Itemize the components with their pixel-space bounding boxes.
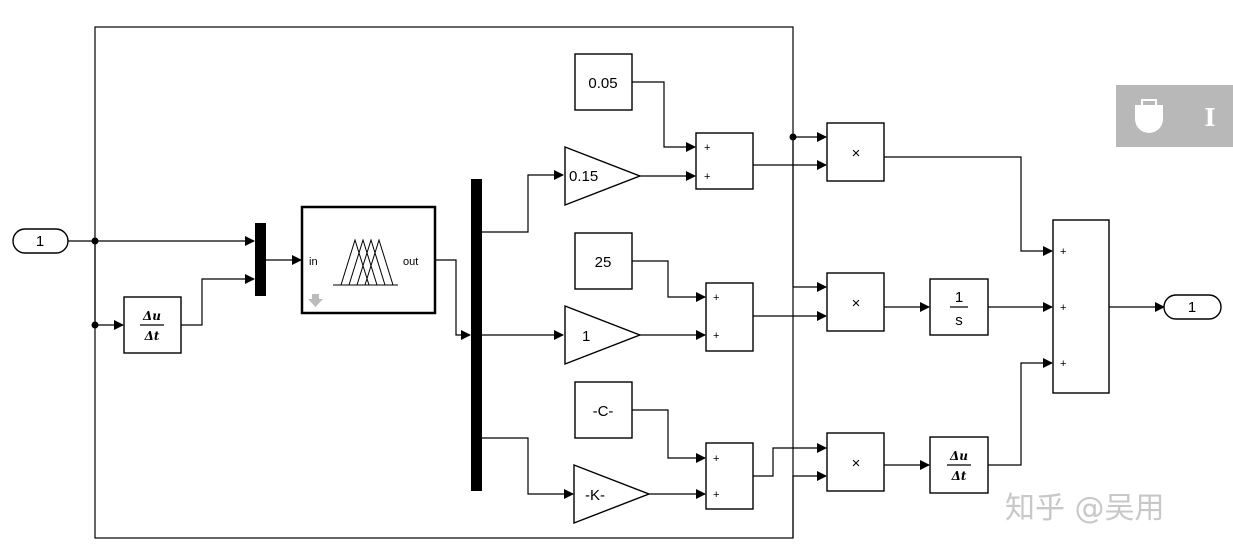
svg-text:+: + — [713, 489, 719, 501]
outport-1[interactable]: 1 — [1163, 294, 1222, 320]
look-under-mask-arrow-icon — [308, 294, 323, 307]
svg-text:+: + — [1060, 302, 1066, 314]
integrator-block[interactable]: 1 s — [929, 278, 989, 336]
svg-text:0.15: 0.15 — [569, 168, 598, 185]
svg-text:+: + — [1060, 246, 1066, 258]
svg-text:25: 25 — [595, 254, 612, 271]
derivative-block-output[interactable]: Δu Δt — [929, 436, 989, 494]
svg-text:1: 1 — [36, 233, 44, 250]
inport-1[interactable]: 1 — [12, 228, 69, 254]
svg-text:-K-: -K- — [585, 487, 605, 504]
derivative-block-input[interactable]: Δu Δt — [123, 296, 182, 354]
svg-text:in: in — [309, 256, 318, 268]
svg-text:Δu: Δu — [142, 309, 161, 323]
svg-text:+: + — [713, 453, 719, 465]
product-block-2[interactable]: × — [826, 272, 885, 332]
watermark: 知乎 @吴用 — [1005, 491, 1165, 526]
svg-text:×: × — [852, 295, 861, 312]
svg-text:Δt: Δt — [144, 329, 160, 343]
svg-text:out: out — [403, 256, 418, 268]
mouse-icon[interactable] — [1135, 99, 1163, 133]
svg-text:×: × — [852, 455, 861, 472]
svg-text:Δt: Δt — [951, 469, 967, 483]
svg-text:0.05: 0.05 — [588, 75, 617, 92]
gain-block-3[interactable]: -K- — [573, 463, 651, 525]
floating-toolbar[interactable]: I — [1116, 85, 1233, 147]
sum-block-final[interactable]: + + + — [1052, 219, 1110, 394]
sum-block-2[interactable]: + + — [705, 282, 754, 352]
svg-text:+: + — [704, 142, 710, 154]
product-block-3[interactable]: × — [826, 432, 885, 492]
svg-text:+: + — [713, 292, 719, 304]
mux-block[interactable] — [255, 223, 266, 296]
text-cursor-icon[interactable]: I — [1204, 103, 1215, 132]
sum-block-1[interactable]: + + — [695, 132, 754, 190]
demux-block[interactable] — [471, 179, 482, 491]
sum-block-3[interactable]: + + — [705, 442, 754, 510]
constant-block-1[interactable]: 0.05 — [574, 53, 633, 111]
svg-text:-C-: -C- — [593, 403, 614, 420]
fuzzy-logic-controller[interactable]: in out — [300, 205, 437, 315]
svg-text:+: + — [713, 330, 719, 342]
svg-text:+: + — [1060, 358, 1066, 370]
product-block-1[interactable]: × — [826, 122, 885, 182]
svg-text:×: × — [852, 145, 861, 162]
subsystem-frame — [94, 26, 794, 539]
signal-lines — [68, 81, 1165, 538]
membership-functions-icon — [333, 238, 398, 286]
constant-block-3[interactable]: -C- — [574, 381, 633, 439]
svg-text:1: 1 — [582, 328, 590, 345]
svg-text:s: s — [955, 312, 963, 329]
gain-block-2[interactable]: 1 — [564, 304, 642, 366]
svg-text:+: + — [704, 171, 710, 183]
svg-text:1: 1 — [1188, 299, 1196, 316]
constant-block-2[interactable]: 25 — [574, 232, 633, 290]
gain-block-1[interactable]: 0.15 — [564, 145, 642, 207]
svg-text:1: 1 — [955, 289, 963, 306]
svg-text:Δu: Δu — [949, 449, 968, 463]
